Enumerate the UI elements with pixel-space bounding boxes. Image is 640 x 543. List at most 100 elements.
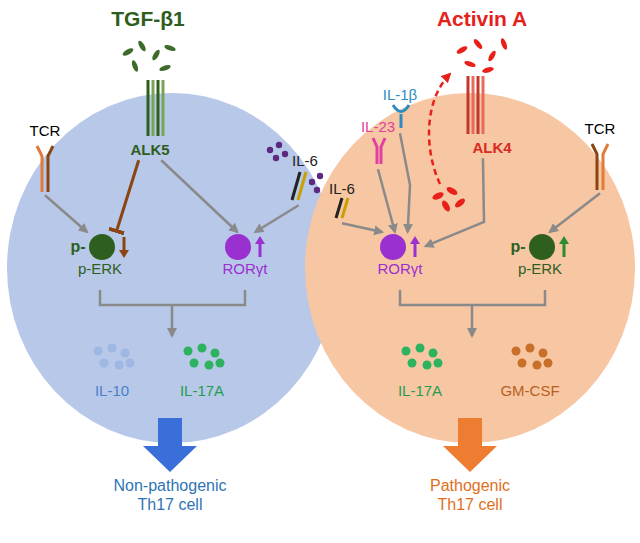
- il23-receptor: [373, 138, 385, 164]
- signal-molecule: p-p-ERK: [67, 232, 132, 279]
- activin-ligand: [487, 50, 497, 63]
- receptor-name: IL-23: [361, 118, 395, 135]
- receptor-name: TCR: [30, 122, 61, 139]
- cytokine-dots: [216, 359, 225, 368]
- level-arrow: [119, 250, 129, 258]
- cytokine-dots: [434, 359, 443, 368]
- activin-ligand: [456, 45, 469, 55]
- receptor-label: TCR: [27, 120, 64, 195]
- il6-ligand: [309, 179, 315, 185]
- level-arrow: [562, 243, 565, 257]
- ligand-name: Activin A: [437, 6, 527, 31]
- molecule-dot: [380, 234, 406, 260]
- receptor-label: IL-6: [326, 178, 358, 223]
- inhibition-arrow: [116, 160, 138, 232]
- cell-body: [7, 93, 635, 443]
- alk5-receptor: [148, 80, 163, 136]
- molecule-dot: [529, 234, 555, 260]
- cell-fate: Pathogenic Th17 cell: [420, 476, 520, 514]
- signal-arrow: [161, 160, 237, 232]
- cytokine-dots: [211, 349, 220, 358]
- cytokine-dots: [518, 359, 527, 368]
- phospho-mark: p-: [510, 238, 525, 256]
- receptor-name: ALK4: [472, 139, 511, 156]
- molecule-name: RORγt: [378, 260, 423, 277]
- cell-fate: Non-pathogenic Th17 cell: [105, 476, 235, 514]
- cytokine-dots: [402, 347, 411, 356]
- il6-ligand: [267, 147, 273, 153]
- tgf-ligand: [122, 40, 177, 73]
- signal-molecule: RORγt: [375, 232, 426, 279]
- receptor-label: ALK5: [127, 139, 172, 160]
- molecule-dot: [89, 234, 115, 260]
- level-arrow: [558, 235, 570, 259]
- receptor-name: IL-6: [329, 180, 355, 197]
- receptor-space: [395, 103, 405, 131]
- alk5-receptor: [157, 80, 160, 136]
- output-bracket: [100, 290, 245, 305]
- receptor-space: [300, 169, 310, 203]
- receptor-name: IL-6: [292, 152, 318, 169]
- activin-ligand: [500, 38, 509, 51]
- symbol-row: p-: [70, 234, 129, 260]
- activin-induction: [431, 185, 466, 212]
- activin-ligand: [456, 38, 509, 74]
- cytokine-dots: [108, 344, 117, 353]
- cytokine-dots: [408, 359, 417, 368]
- alk5-receptor: [152, 80, 155, 136]
- molecule-name: p-ERK: [78, 260, 122, 277]
- alk4-receptor: [472, 76, 475, 134]
- cytokine-dots: [533, 361, 542, 370]
- cell-body: [7, 93, 337, 443]
- symbol-row: [380, 234, 421, 260]
- receptor-name: ALK5: [130, 141, 169, 158]
- alk4-receptor: [467, 76, 470, 134]
- il6-receptor: [336, 198, 342, 218]
- activin-ligand: [482, 66, 495, 74]
- cytokine-dots: [100, 359, 109, 368]
- alk5-receptor: [147, 80, 150, 136]
- fate-arrow: [443, 418, 497, 472]
- cell-body: [305, 93, 635, 443]
- cytokine-dots: [544, 359, 553, 368]
- tcr-receptor: [603, 144, 608, 190]
- tgf-ligand: [164, 44, 177, 53]
- tgf-ligand: [131, 60, 140, 73]
- level-arrow: [559, 236, 569, 244]
- cytokine-name: GM-CSF: [500, 382, 559, 400]
- tgf-ligand: [151, 49, 161, 62]
- tgf-ligand: [137, 40, 147, 53]
- il6-ligand: [273, 155, 279, 161]
- phospho-mark: p-: [70, 238, 85, 256]
- activin-induction: [431, 191, 444, 202]
- il6-ligand: [317, 173, 323, 179]
- il6-receptor: [342, 198, 348, 218]
- signal-arrow: [550, 193, 600, 232]
- output-bracket: [100, 290, 545, 336]
- tcr-receptor: [48, 146, 53, 192]
- output-bracket: [400, 290, 545, 305]
- cytokine-dots: [126, 359, 135, 368]
- level-arrow: [118, 235, 130, 259]
- tcr-receptor: [37, 144, 608, 192]
- signal-arrow: [255, 205, 298, 232]
- signal-molecule: p-p-ERK: [507, 232, 572, 279]
- level-arrow: [410, 236, 420, 244]
- signal-arrow: [342, 223, 382, 232]
- fate-arrow: [143, 418, 197, 472]
- fate-arrow: [143, 418, 497, 472]
- il1b-receptor: [393, 105, 409, 112]
- il6-receptor: [298, 172, 306, 200]
- il1b-receptor: [393, 105, 409, 128]
- receptor-label: ALK4: [469, 137, 514, 158]
- molecule-name: RORγt: [223, 260, 268, 277]
- alk4-receptor: [468, 76, 483, 134]
- cytokine-dots: [94, 347, 103, 356]
- activin-ligand: [472, 38, 484, 50]
- activin-ligand: [464, 60, 477, 69]
- il6-ligand: [314, 187, 320, 193]
- cytokine-dots: [429, 349, 438, 358]
- molecule-name: p-ERK: [518, 260, 562, 277]
- cytokine-dots: [190, 359, 199, 368]
- receptor-space: [595, 137, 605, 191]
